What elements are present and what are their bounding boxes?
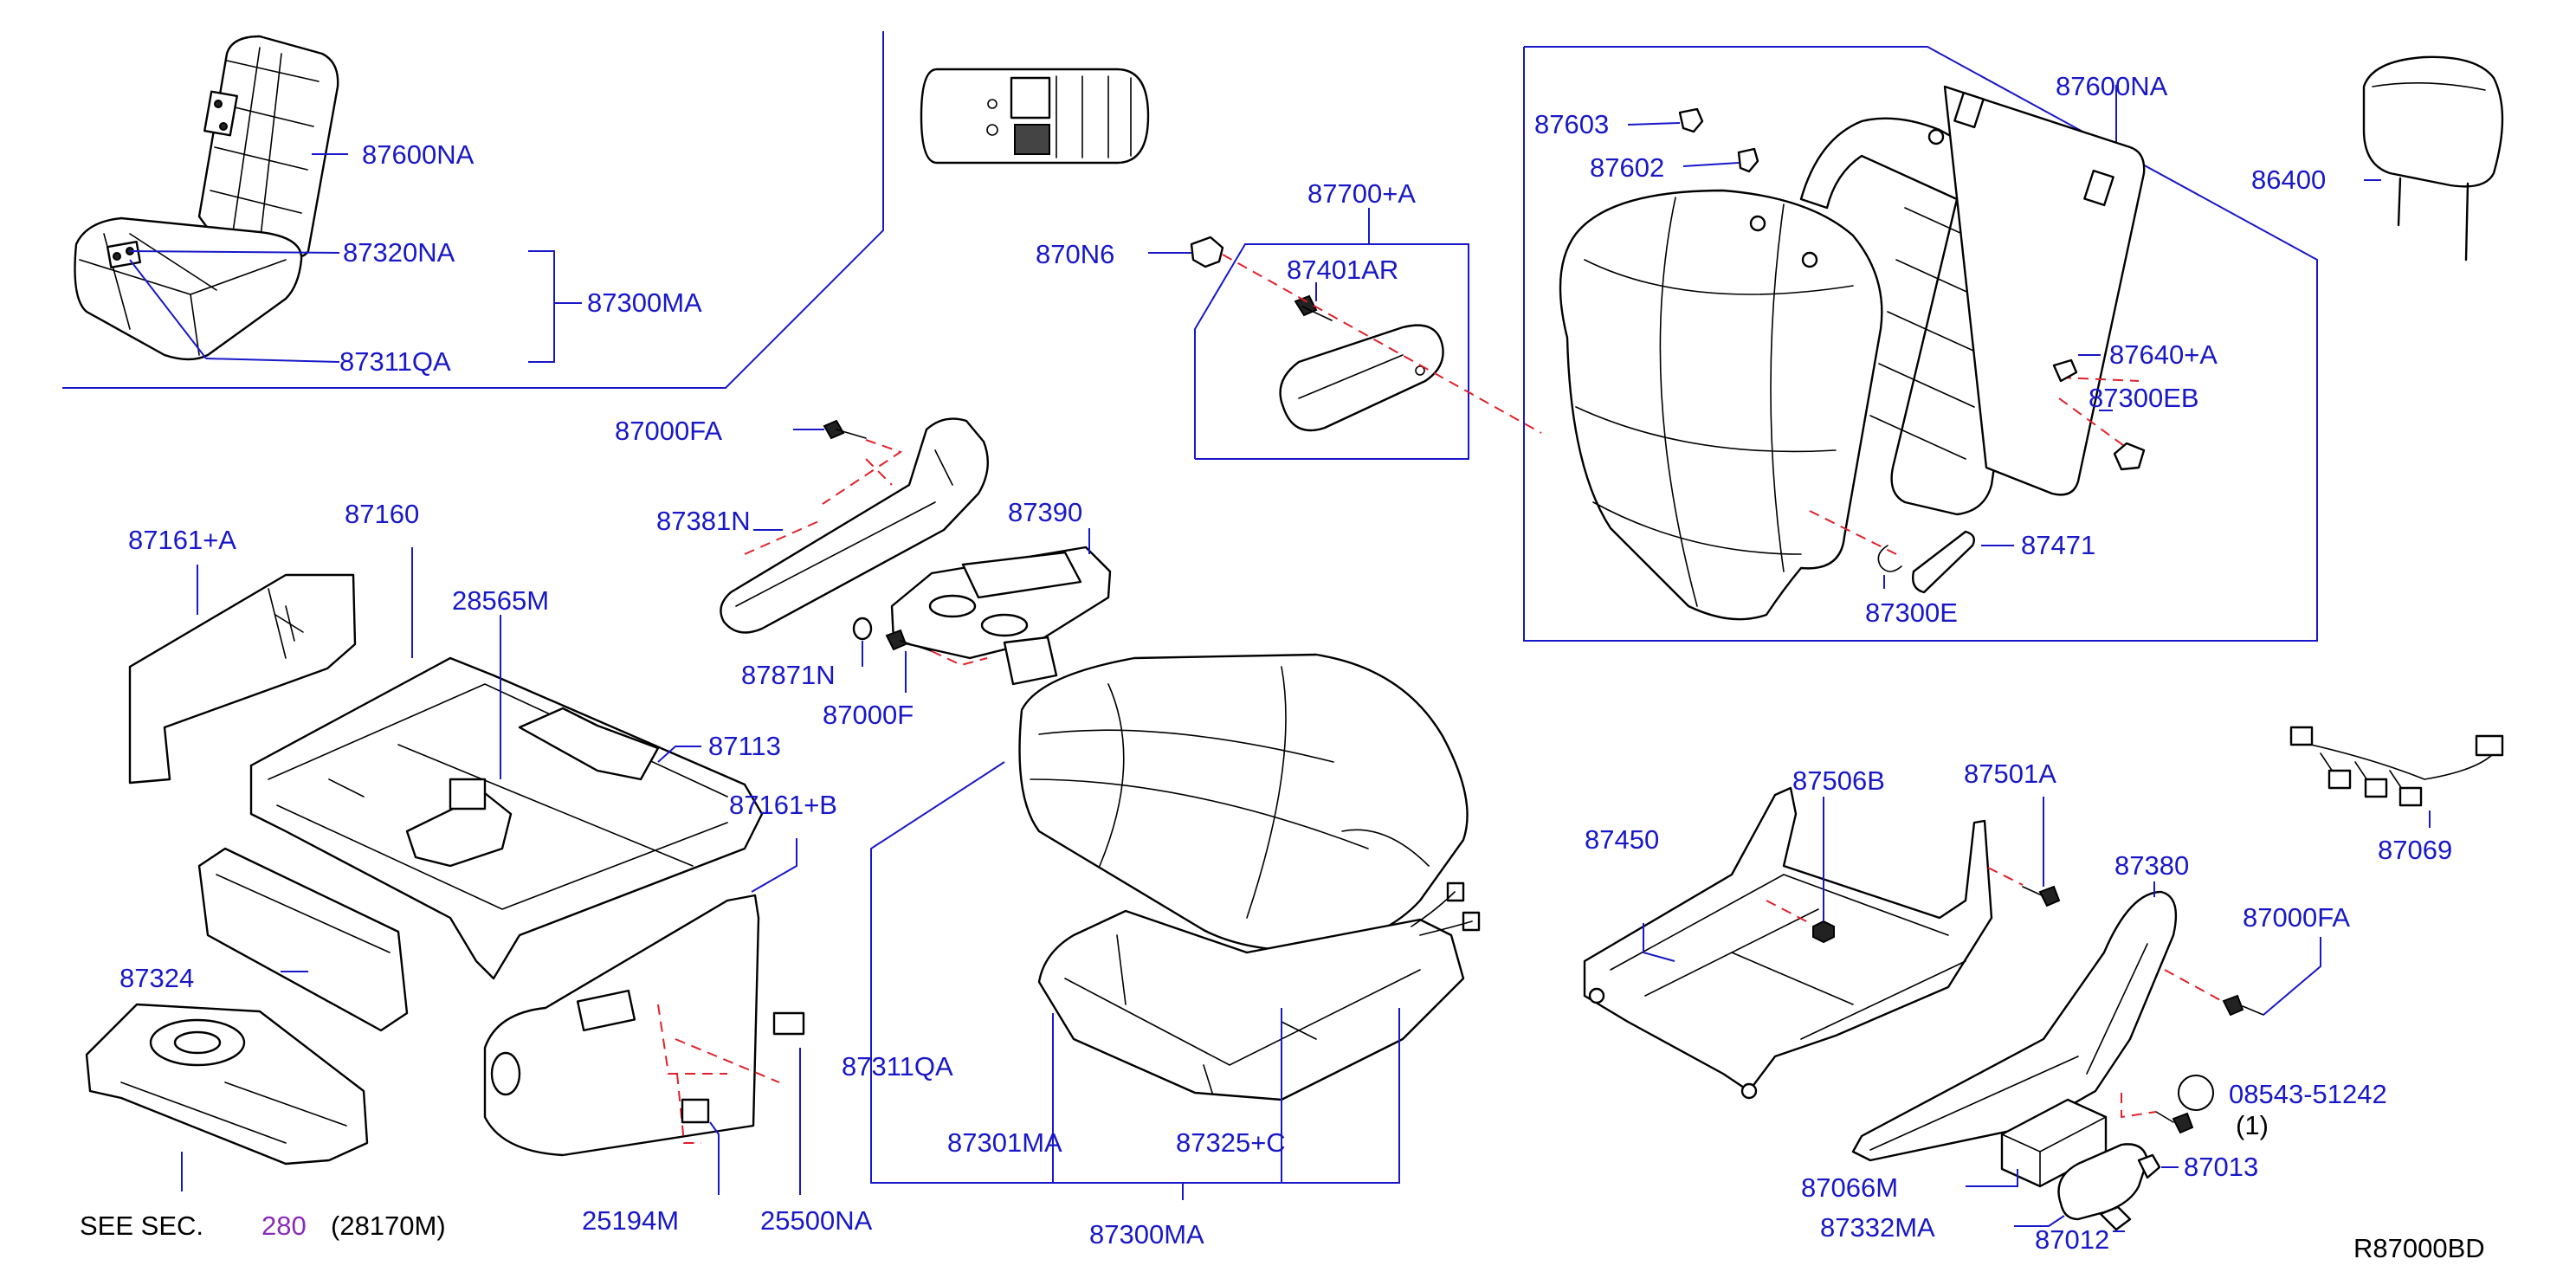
label-87450: 87450: [1585, 824, 1659, 855]
overview-inset: 87600NA 87320NA 87300MA 87311QA: [62, 31, 884, 389]
overview-seat-cushion: [74, 216, 303, 361]
hook-87300E: [1877, 545, 1902, 572]
switch-group: 08543-51242 (1) 87066M 87332MA 87013 870…: [1801, 1075, 2387, 1255]
seat-back-cushion: [1559, 189, 1883, 621]
label-87160: 87160: [345, 499, 419, 529]
label-87300E: 87300E: [1865, 597, 1958, 628]
label-87506B: 87506B: [1792, 765, 1885, 796]
label-25500NA: 25500NA: [760, 1205, 873, 1236]
label-87324: 87324: [119, 963, 194, 993]
connector-25194M: [681, 1098, 710, 1124]
label-87301MA: 87301MA: [947, 1127, 1062, 1158]
label-87700A: 87700+A: [1307, 178, 1416, 209]
label-87332MA: 87332MA: [1820, 1212, 1935, 1243]
label-87603: 87603: [1534, 109, 1609, 139]
label-87300MA-center: 87300MA: [1089, 1219, 1204, 1249]
side-cover-87161A: 87161+A: [128, 525, 357, 785]
label-87501A: 87501A: [1964, 759, 2056, 789]
label-87602: 87602: [1590, 152, 1664, 183]
label-87300EB-text: 87300EB: [2089, 383, 2199, 413]
label-25194M: 25194M: [582, 1205, 679, 1236]
label-87471: 87471: [2021, 530, 2095, 560]
headrest-86400: 86400: [2251, 55, 2504, 262]
warning-label-sticker: [920, 68, 1150, 165]
clip-87300EB: [2113, 442, 2146, 471]
label-87390: 87390: [1008, 497, 1082, 527]
label-87069: 87069: [2378, 835, 2452, 865]
seat-cushion-pad: [1018, 653, 1469, 952]
bolt-87501A: [2038, 885, 2061, 907]
clip-87603: [1678, 107, 1704, 133]
bolt-87000FA-top: [823, 419, 845, 440]
label-87000FA-top: 87000FA: [615, 416, 722, 446]
seat-cushion-group: 87311QA 87301MA 87325+C 87300MA: [842, 653, 1481, 1249]
label-87066M: 87066M: [1801, 1172, 1898, 1203]
strap-87471: [1912, 530, 1975, 594]
screw-08543: [2172, 1112, 2194, 1134]
under-tray-87324: 87324: [85, 963, 369, 1191]
label-87381N: 87381N: [656, 506, 751, 536]
label-87320NA: 87320NA: [343, 237, 455, 268]
s-mark-circle: [2178, 1075, 2214, 1111]
label-28565M: 28565M: [452, 585, 549, 616]
label-87640A: 87640+A: [2109, 339, 2218, 370]
diagram-ref: R87000BD: [2353, 1233, 2485, 1263]
clip-870N6: [1190, 236, 1224, 268]
bracket-87113: [518, 707, 660, 781]
bolt-87000FA-right: [2222, 994, 2244, 1017]
label-87311QA-overview: 87311QA: [339, 346, 451, 377]
clip-87640A: [2052, 358, 2078, 383]
side-cover-87161B: 87161+B 25194M 25500NA: [483, 790, 873, 1236]
label-87161A: 87161+A: [128, 525, 236, 555]
label-08543-qty: (1): [2236, 1110, 2269, 1140]
label-87380: 87380: [2114, 850, 2189, 881]
nut-87506B: [1812, 920, 1835, 944]
side-trim-group: 87000FA 87381N 87390 87871N 87000F: [615, 416, 1112, 730]
armrest-87700A: [1279, 324, 1444, 432]
label-87600NA-overview: 87600NA: [362, 139, 475, 170]
knob-87013: [2137, 1153, 2161, 1179]
cap-87871N: [852, 617, 873, 641]
label-870N6: 870N6: [1036, 239, 1114, 269]
label-87325C: 87325+C: [1176, 1127, 1286, 1158]
see-sec-number: 280: [261, 1211, 307, 1241]
label-87000FA-right: 87000FA: [2243, 902, 2350, 933]
see-sec-ref: (28170M): [331, 1211, 446, 1241]
label-87012: 87012: [2035, 1224, 2109, 1255]
label-08543-51242: 08543-51242: [2229, 1079, 2387, 1109]
label-87311QA-center: 87311QA: [842, 1051, 953, 1082]
see-sec-prefix: SEE SEC.: [80, 1211, 203, 1241]
knob-87012: [2099, 1205, 2132, 1231]
label-87401AR: 87401AR: [1287, 255, 1398, 285]
seat-back-group: 87600NA 87603 87602 87640+A 87300EB 8730…: [1523, 46, 2318, 642]
harness-87069: 87069: [2289, 726, 2504, 865]
clip-87602: [1737, 147, 1759, 173]
armrest-group: 87700+A 870N6 87401AR: [1036, 178, 1542, 460]
bezel-87332MA: [2057, 1143, 2149, 1221]
label-87871N: 87871N: [741, 660, 836, 690]
label-87161B: 87161+B: [729, 790, 837, 820]
label-87000F: 87000F: [823, 700, 914, 730]
seat-frame-87160: 87160 28565M 87113: [197, 499, 781, 1032]
bolt-87000F: [885, 629, 907, 651]
label-86400: 86400: [2251, 165, 2326, 195]
label-87600NA-back: 87600NA: [2056, 71, 2168, 101]
label-87300MA-overview: 87300MA: [587, 287, 702, 318]
connector-25500NA: [772, 1011, 805, 1036]
seat-slide-87450: 87450 87506B 87501A: [1583, 759, 2061, 1100]
label-87113: 87113: [708, 731, 781, 761]
seat-cushion-frame: [1037, 909, 1465, 1101]
side-cover-87380: 87380 87000FA: [1851, 850, 2350, 1162]
label-87013: 87013: [2184, 1152, 2258, 1182]
